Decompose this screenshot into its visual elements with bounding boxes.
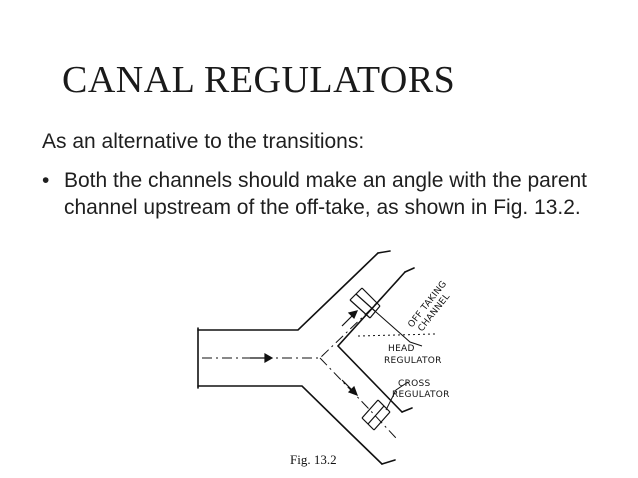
- parent-lower-bank: [197, 385, 383, 465]
- downstream-end: [381, 407, 413, 465]
- slide-title: CANAL REGULATORS: [62, 59, 456, 101]
- offtake-label: OFF TAKING CHANNEL: [406, 279, 452, 334]
- flow-arrows: [250, 310, 359, 397]
- bullet-item: • Both the channels should make an angle…: [42, 167, 602, 221]
- head-regulator-gates: [349, 287, 381, 319]
- bullet-text: Both the channels should make an angle w…: [64, 169, 588, 219]
- offtake-end: [377, 250, 415, 273]
- intro-text: As an alternative to the transitions:: [42, 130, 365, 153]
- bullet-marker: •: [42, 169, 50, 192]
- parent-upper-bank: [197, 252, 379, 331]
- cross-regulator-label-line1: CROSS: [398, 379, 431, 389]
- head-regulator-label-line2: REGULATOR: [384, 356, 442, 366]
- leader-lines: [357, 311, 436, 411]
- canal-diagram: OFF TAKING CHANNEL HEAD REGULATOR CROSS …: [190, 250, 480, 472]
- cross-regulator-label-line2: REGULATOR: [392, 390, 450, 400]
- centerlines: [202, 277, 401, 439]
- head-regulator-label-line1: HEAD: [388, 344, 415, 354]
- cross-regulator-gates: [361, 399, 391, 431]
- figure-caption: Fig. 13.2: [290, 452, 337, 467]
